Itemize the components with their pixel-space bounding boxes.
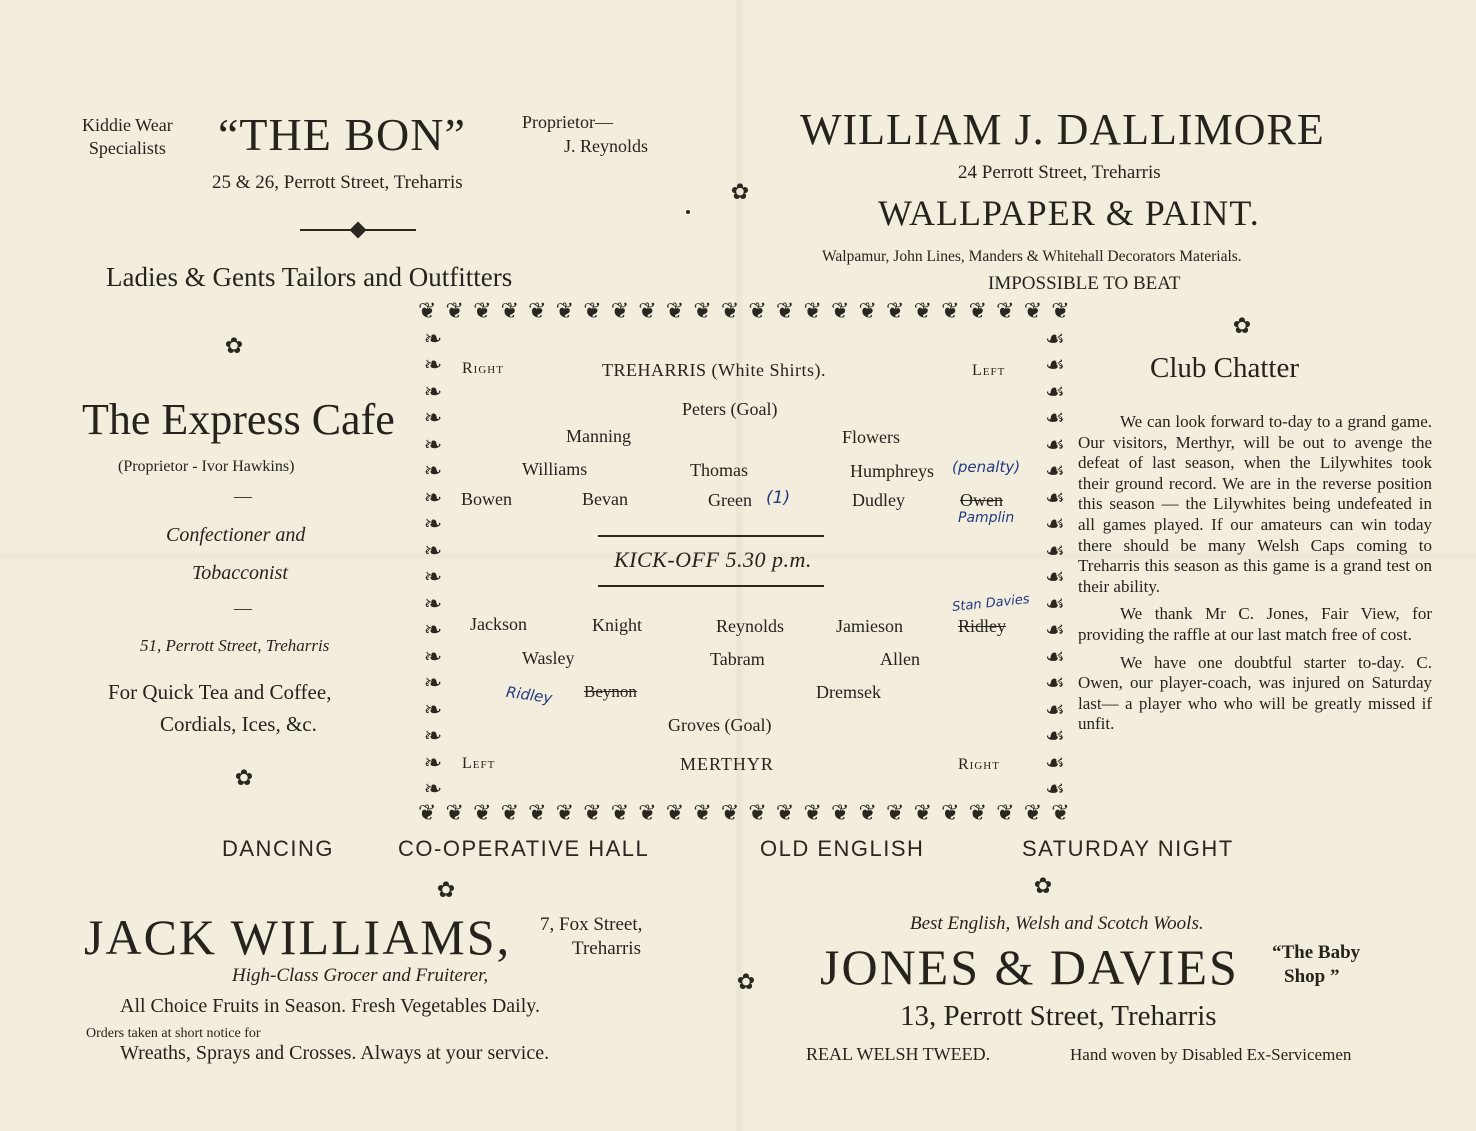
away-half: Wasley (522, 648, 575, 668)
flower-ornament-icon: ✿ (234, 765, 254, 790)
cafe-offer-2: Cordials, Ices, &c. (160, 712, 317, 736)
home-left-label: Left (972, 362, 1006, 379)
the-bon-kiddie-wear: Kiddie Wear Specialists (82, 114, 173, 160)
flower-ornament-icon: ✿ (730, 179, 750, 204)
handwritten-substitute: Pamplin (958, 510, 1015, 526)
kiddie-wear-label: Kiddie Wear (82, 115, 173, 135)
banner-dancing: DANCING (222, 836, 334, 861)
dallimore-trade: WALLPAPER & PAINT. (878, 193, 1260, 233)
away-half: Tabram (710, 649, 765, 669)
home-back: Flowers (842, 427, 900, 447)
away-forward: Reynolds (716, 616, 785, 636)
jack-williams-line-2: Wreaths, Sprays and Crosses. Always at y… (120, 1042, 550, 1064)
jack-williams-orders: Orders taken at short notice for (86, 1026, 261, 1041)
dallimore-title: WILLIAM J. DALLIMORE (800, 105, 1325, 154)
club-chatter-body: We can look forward to-day to a grand ga… (1078, 412, 1432, 742)
specialists-label: Specialists (88, 138, 166, 158)
leaf-border-top: ❦❦❦❦❦❦❦❦❦❦❦❦❦❦❦❦❦❦❦❦❦❦❦❦ (418, 298, 1070, 323)
home-forward: Green (708, 490, 752, 510)
jones-davies-tweed: REAL WELSH TWEED. (806, 1044, 991, 1064)
jack-williams-address-2: Treharris (572, 938, 641, 959)
jack-williams-line-1: All Choice Fruits in Season. Fresh Veget… (120, 995, 540, 1017)
jack-williams-title: JACK WILLIAMS, (84, 909, 512, 965)
the-bon-title: “THE BON” (218, 109, 466, 160)
chatter-paragraph: We have one doubtful starter to-day. C. … (1078, 652, 1432, 734)
home-back: Manning (566, 426, 631, 446)
leaf-border-right: ☙☙☙☙☙☙☙☙☙☙☙☙☙☙☙☙☙☙ (1045, 326, 1065, 801)
handwritten-goal-count: (1) (766, 488, 791, 508)
banner-night: SATURDAY NIGHT (1022, 836, 1234, 861)
chatter-paragraph: We thank Mr C. Jones, Fair View, for pro… (1078, 604, 1432, 644)
baby-shop-line-2: Shop ” (1284, 966, 1340, 987)
away-team-name: MERTHYR (680, 754, 774, 774)
away-left-label: Left (462, 755, 496, 772)
away-half: Allen (880, 649, 920, 669)
proprietor-line-1: Proprietor— (522, 112, 613, 132)
flower-ornament-icon: ✿ (736, 969, 756, 994)
home-goalkeeper: Peters (Goal) (682, 399, 778, 419)
away-goalkeeper: Groves (Goal) (668, 715, 772, 735)
cafe-line-2: Tobacconist (192, 562, 288, 584)
dot-mark (686, 210, 690, 214)
proprietor-line-2: J. Reynolds (564, 136, 649, 156)
flower-ornament-icon: ✿ (1232, 313, 1252, 338)
chatter-paragraph: We can look forward to-day to a grand ga… (1078, 412, 1432, 596)
kickoff-time: KICK-OFF 5.30 p.m. (614, 547, 812, 572)
away-right-label: Right (958, 756, 1000, 773)
away-forward: Jackson (470, 614, 527, 634)
express-cafe-proprietor: (Proprietor - Ivor Hawkins) (118, 458, 295, 475)
jones-davies-wools: Best English, Welsh and Scotch Wools. (910, 913, 1204, 934)
club-chatter-title: Club Chatter (1150, 352, 1300, 384)
away-back-struck: Beynon (584, 682, 637, 701)
home-forward: Bevan (582, 489, 628, 509)
jack-williams-address-1: 7, Fox Street, (540, 914, 643, 935)
kickoff-rule-top (598, 535, 824, 537)
dallimore-materials: Walpamur, John Lines, Manders & Whitehal… (822, 248, 1242, 265)
cafe-dash-2: — (234, 598, 252, 618)
cafe-offer-1: For Quick Tea and Coffee, (108, 680, 332, 704)
jones-davies-woven: Hand woven by Disabled Ex-Servicemen (1070, 1045, 1352, 1064)
flower-ornament-icon: ✿ (1033, 873, 1053, 898)
cafe-dash-1: — (234, 486, 252, 506)
banner-style: OLD ENGLISH (760, 836, 925, 861)
home-half: Thomas (690, 460, 748, 480)
away-back: Dremsek (816, 682, 881, 702)
banner-venue: CO-OPERATIVE HALL (398, 836, 650, 861)
home-team-name: TREHARRIS (White Shirts). (602, 360, 826, 380)
rule-diamond-icon (349, 221, 367, 239)
away-forward-struck: Ridley (958, 616, 1006, 636)
dallimore-slogan: IMPOSSIBLE TO BEAT (988, 273, 1181, 294)
baby-shop-line-1: “The Baby (1272, 942, 1361, 963)
away-forward: Jamieson (836, 616, 903, 636)
express-cafe-title: The Express Cafe (82, 395, 395, 444)
the-bon-address: 25 & 26, Perrott Street, Treharris (212, 172, 463, 193)
leaf-border-left: ❧❧❧❧❧❧❧❧❧❧❧❧❧❧❧❧❧❧ (423, 326, 443, 801)
home-half: Humphreys (850, 461, 934, 481)
jones-davies-title: JONES & DAVIES (820, 939, 1239, 995)
kickoff-rule-bottom (598, 585, 824, 587)
flower-ornament-icon: ✿ (436, 877, 456, 902)
dallimore-address: 24 Perrott Street, Treharris (958, 162, 1161, 183)
the-bon-tagline: Ladies & Gents Tailors and Outfitters (106, 262, 513, 292)
handwritten-penalty: (penalty) (952, 458, 1021, 476)
the-bon-proprietor: Proprietor— J. Reynolds (522, 110, 648, 158)
cafe-line-1: Confectioner and (166, 524, 306, 546)
jones-davies-address: 13, Perrott Street, Treharris (900, 1000, 1217, 1032)
home-forward: Bowen (461, 489, 512, 509)
home-forward-struck: Owen (960, 490, 1003, 510)
cafe-address: 51, Perrott Street, Treharris (140, 636, 330, 655)
home-forward: Dudley (852, 490, 905, 510)
lineup-frame: ❦❦❦❦❦❦❦❦❦❦❦❦❦❦❦❦❦❦❦❦❦❦❦❦ ❦❦❦❦❦❦❦❦❦❦❦❦❦❦❦… (418, 298, 1070, 830)
leaf-border-bottom: ❦❦❦❦❦❦❦❦❦❦❦❦❦❦❦❦❦❦❦❦❦❦❦❦ (418, 800, 1070, 825)
jack-williams-trade: High-Class Grocer and Fruiterer, (232, 965, 489, 986)
home-right-label: Right (462, 360, 504, 377)
flower-ornament-icon: ✿ (224, 333, 244, 358)
away-forward: Knight (592, 615, 643, 635)
home-half: Williams (522, 459, 588, 479)
